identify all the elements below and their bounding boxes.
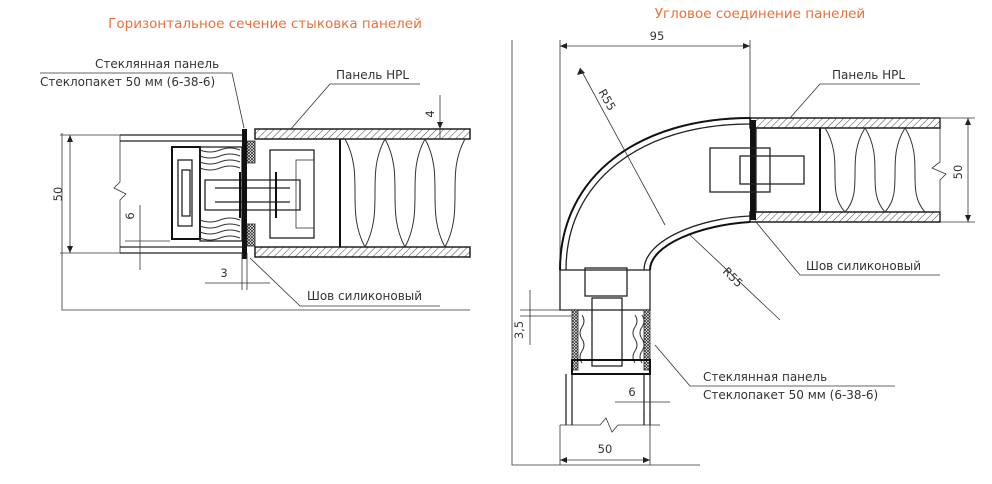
dim-radius-inner-label: R55 [720, 264, 746, 290]
right-hpl-skin-bottom [749, 211, 941, 223]
bottom-break-symbol [560, 417, 660, 433]
corner-outer-arc [559, 117, 751, 271]
left-dimension-height: 50 [51, 134, 120, 254]
connector-profile [204, 179, 301, 211]
right-dimension-width-bottom: 50 [559, 425, 651, 465]
right-glass-panel-label: Стеклянная панель [703, 370, 827, 384]
bottom-connector [591, 297, 623, 367]
right-dimension-glass: 6 [615, 375, 670, 410]
dim-width-bottom-label: 50 [598, 442, 613, 456]
right-drawing-frame [511, 40, 700, 466]
right-hpl-skin-top [749, 117, 941, 129]
left-dimension-glass: 6 [123, 205, 170, 270]
right-glass-unit-label: Стеклопакет 50 мм (6-38-6) [703, 388, 878, 402]
right-silicone-label: Шов силиконовый [806, 259, 921, 273]
dim-width-top-label: 95 [650, 29, 665, 43]
right-dimension-offset: 3,5 [512, 290, 572, 345]
bottom-seal-right [632, 314, 645, 364]
left-hpl-leader [289, 83, 420, 131]
dim-right-height-label: 50 [951, 165, 965, 180]
corner-joint-title: Угловое соединение панелей [655, 6, 865, 22]
horizontal-section-title: Горизонтальное сечение стыковка панелей [108, 16, 422, 32]
right-hpl-insulation-core [824, 127, 926, 213]
left-drawing-frame [61, 133, 470, 311]
dim-right-glass-label: 6 [628, 385, 635, 399]
dim-radius-outer-label: R55 [595, 87, 618, 114]
left-break-symbol [113, 135, 127, 253]
hpl-skin-bottom [254, 246, 471, 258]
corner-inner-arc [649, 221, 751, 271]
right-silicone-leader [755, 221, 940, 276]
left-glass-panel-label: Стеклянная панель [95, 57, 219, 71]
silicone-seam [242, 129, 247, 259]
hpl-skin-top [254, 128, 471, 140]
glass-profile [171, 146, 201, 240]
right-hpl-leader [789, 83, 920, 119]
corner-joint-drawing: Угловое соединение панелей 95 R55 R55 [511, 6, 975, 466]
left-silicone-label: Шов силиконовый [307, 289, 422, 303]
dim-seam-label: 3 [220, 266, 227, 280]
hpl-insulation-core [344, 138, 466, 248]
left-silicone-leader [249, 257, 440, 307]
right-silicone-seam [750, 120, 756, 220]
dim-skin-label: 4 [423, 110, 437, 117]
left-hpl-label: Панель HPL [336, 68, 409, 82]
horizontal-section-drawing: Горизонтальное сечение стыковка панелей … [40, 16, 471, 311]
right-dimension-height: 50 [940, 117, 975, 223]
right-hpl-label: Панель HPL [832, 68, 905, 82]
dim-height-label: 50 [51, 187, 65, 202]
right-glass-leader [654, 344, 895, 387]
bottom-frame-profile [559, 269, 651, 311]
glazing-seal-bottom [199, 217, 241, 241]
left-glass-unit-label: Стеклопакет 50 мм (6-38-6) [40, 75, 215, 89]
left-dimension-seam: 3 [205, 253, 270, 290]
right-break-symbol [931, 118, 947, 222]
right-connector-top [709, 147, 771, 193]
dim-glass-label: 6 [123, 212, 137, 219]
glazing-seal-top [199, 147, 241, 171]
left-glass-leader [40, 72, 245, 129]
dim-offset-label: 3,5 [512, 321, 526, 339]
right-dimension-width-top: 95 [559, 29, 751, 260]
left-dimension-skin: 4 [423, 95, 443, 139]
